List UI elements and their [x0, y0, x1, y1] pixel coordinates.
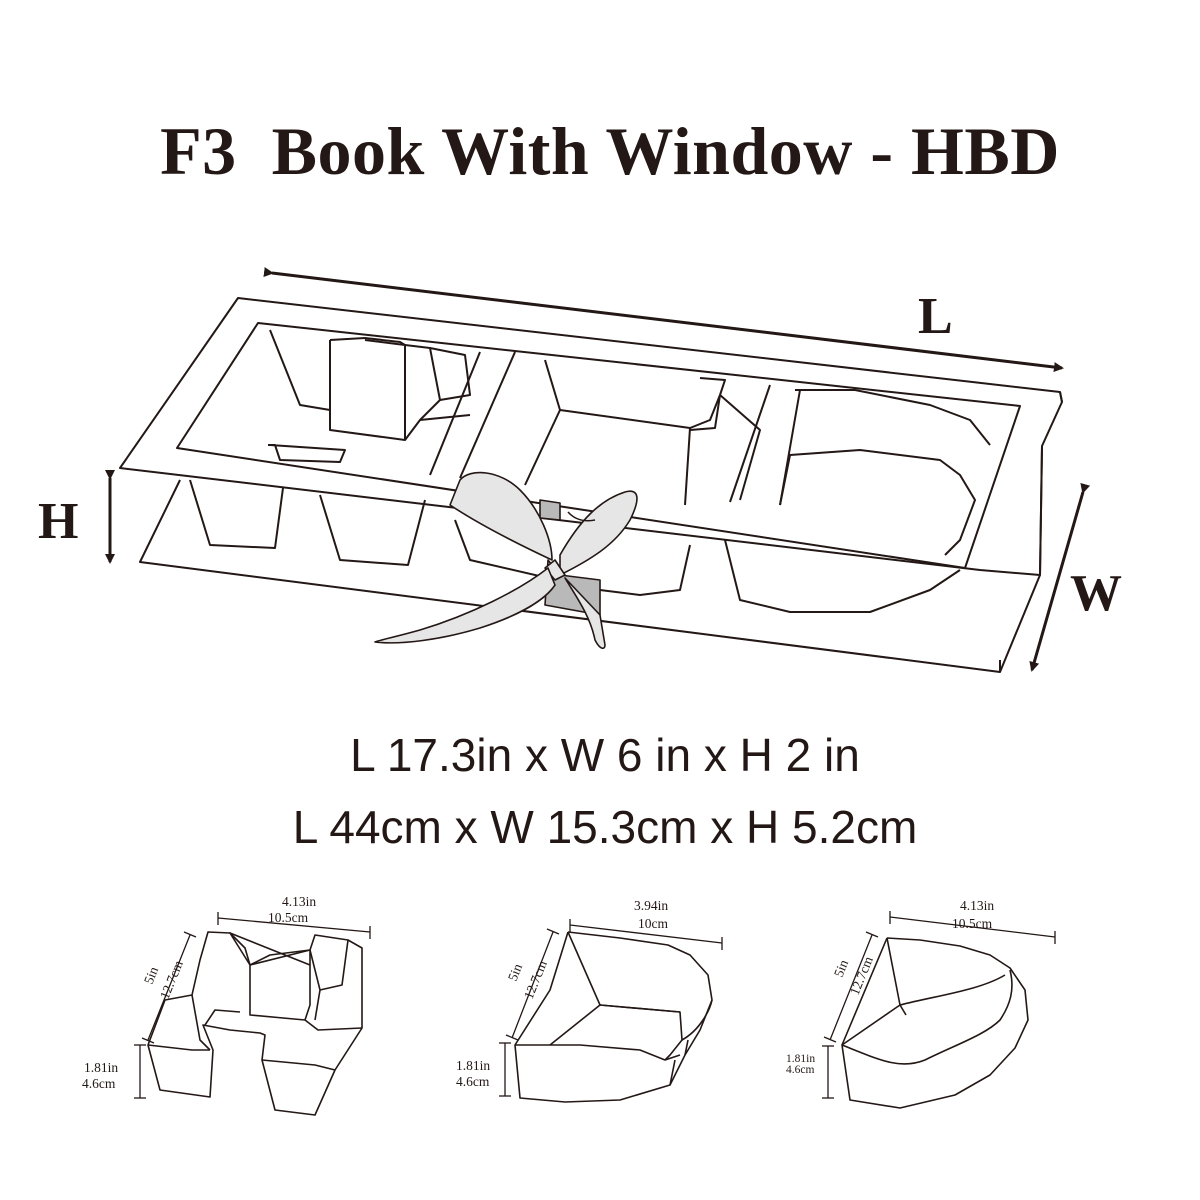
insert-b-depth-cm: 12.7cm: [521, 958, 550, 1001]
insert-d-height-in: 1.81in: [786, 1053, 815, 1065]
width-arrow: [1029, 482, 1091, 672]
insert-d: 4.13in 10.5cm 5in 12.7cm 1.81in 4.6cm: [786, 898, 1056, 1109]
insert-b-height-in: 1.81in: [456, 1058, 490, 1073]
lid-window: [176, 322, 1021, 569]
length-label: L: [918, 288, 953, 345]
insert-b: 3.94in 10cm 5in 12.7cm 1.81in 4.6cm: [456, 898, 723, 1103]
insert-h: 4.13in 10.5cm 5in 12.7cm 1.81in 4.6cm: [82, 894, 371, 1116]
insert-b-depth-in: 5in: [505, 961, 525, 983]
dimension-arrows: [105, 267, 1091, 672]
overall-dims-imperial: L 17.3in x W 6 in x H 2 in: [350, 729, 860, 781]
insert-h-width-cm: 10.5cm: [268, 910, 309, 925]
insert-b-width-in: 3.94in: [634, 898, 668, 913]
insert-d-depth-in: 5in: [831, 957, 851, 979]
insert-b-width-cm: 10cm: [638, 916, 668, 931]
diagram-title: F3 Book With Window - HBD: [160, 113, 1060, 189]
insert-h-width-in: 4.13in: [282, 894, 316, 909]
insert-h-depth-in: 5in: [141, 964, 161, 986]
insert-d-width-cm: 10.5cm: [952, 916, 993, 931]
tray-base: [139, 479, 1041, 673]
height-label: H: [38, 493, 78, 550]
overall-dims-metric: L 44cm x W 15.3cm x H 5.2cm: [292, 801, 918, 853]
insert-d-width-in: 4.13in: [960, 898, 994, 913]
ribbon-bow: [374, 471, 638, 650]
insert-h-depth-cm: 12.7cm: [157, 958, 186, 1001]
insert-h-height-in: 1.81in: [84, 1060, 118, 1075]
insert-b-height-cm: 4.6cm: [456, 1074, 490, 1089]
insert-h-height-cm: 4.6cm: [82, 1076, 116, 1091]
insert-d-height-cm: 4.6cm: [786, 1064, 814, 1076]
width-label: W: [1070, 565, 1122, 622]
length-arrow: [263, 267, 1064, 373]
